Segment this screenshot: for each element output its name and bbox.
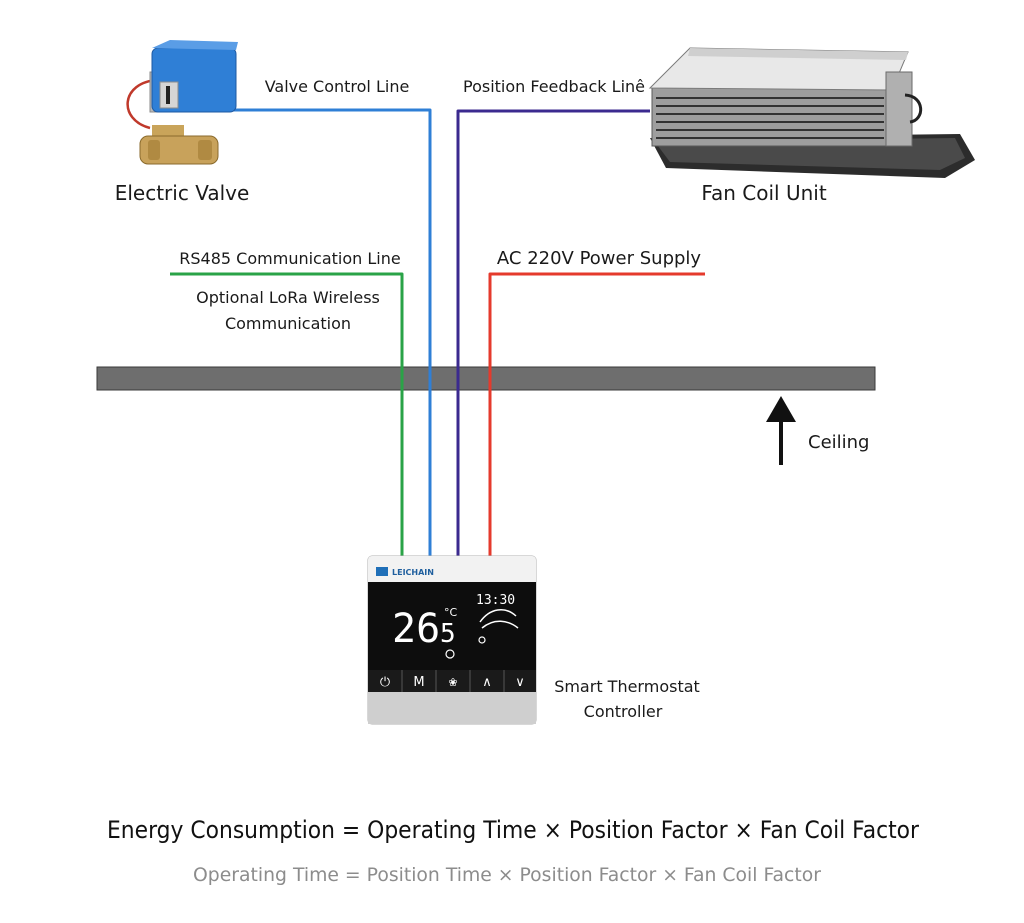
ceiling-arrow-icon <box>766 396 796 465</box>
ac-power-supply-line <box>488 272 705 560</box>
electric-valve-label: Electric Valve <box>115 181 250 205</box>
fan-button[interactable]: ❀ <box>448 676 457 689</box>
fan-coil-unit-icon <box>648 47 975 178</box>
sun-icon <box>478 636 486 644</box>
electric-valve-icon <box>126 40 238 165</box>
thermostat-buttons: ⏻ M ❀ ∧ ∨ <box>380 670 525 692</box>
valve-control-line <box>205 108 432 560</box>
ceiling-label: Ceiling <box>808 432 869 453</box>
rs485-communication-line <box>170 272 404 560</box>
power-supply-label: AC 220V Power Supply <box>497 248 702 269</box>
wires <box>170 108 705 560</box>
mode-button[interactable]: M <box>413 675 424 690</box>
rs485-line-label: RS485 Communication Line <box>179 249 400 268</box>
fan-mode-icon <box>479 609 519 629</box>
fan-speed-icon <box>445 649 455 659</box>
ceiling-slab <box>96 366 876 391</box>
thermostat-label-line1: Smart Thermostat <box>554 677 700 696</box>
position-feedback-line-label: Position Feedback Linê <box>463 77 645 96</box>
thermostat-clock: 13:30 <box>476 593 515 608</box>
brand-logo-icon: LEICHAIN <box>376 567 434 577</box>
operating-time-equation: Operating Time = Position Time × Positio… <box>193 864 821 886</box>
thermostat-temperature: 26 <box>392 606 440 652</box>
up-button[interactable]: ∧ <box>482 675 492 690</box>
thermostat-unit: °C <box>444 606 458 619</box>
position-feedback-line <box>456 109 650 560</box>
lora-label-line1: Optional LoRa Wireless <box>196 288 380 307</box>
thermostat-brand: LEICHAIN <box>392 568 434 577</box>
energy-equation: Energy Consumption = Operating Time × Po… <box>107 816 919 844</box>
thermostat-label-line2: Controller <box>584 702 663 721</box>
thermostat-temperature-decimal: 5 <box>440 619 456 649</box>
power-button[interactable]: ⏻ <box>380 675 390 690</box>
fan-coil-unit-label: Fan Coil Unit <box>701 181 827 205</box>
down-button[interactable]: ∨ <box>515 675 525 690</box>
smart-thermostat: LEICHAIN 26 5 °C 13:30 ⏻ M ❀ ∧ ∨ <box>367 555 537 725</box>
lora-label-line2: Communication <box>225 314 351 333</box>
valve-control-line-label: Valve Control Line <box>265 77 410 96</box>
